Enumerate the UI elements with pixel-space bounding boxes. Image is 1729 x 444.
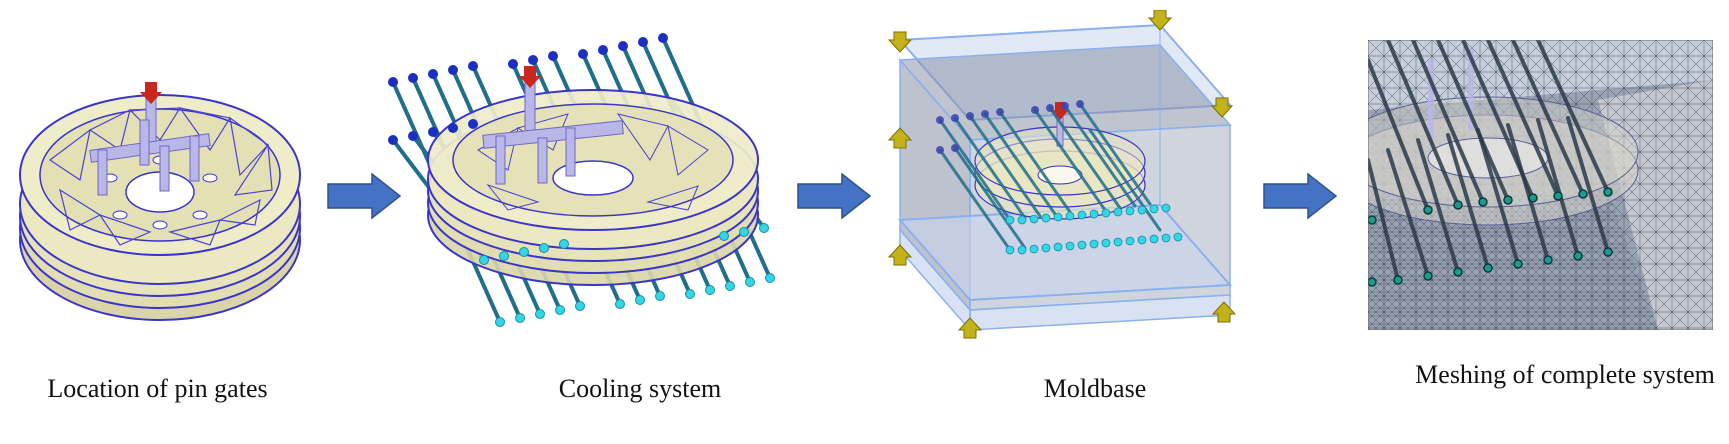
caption-moldbase: Moldbase: [1043, 374, 1147, 403]
flow-arrow-icon: [797, 172, 872, 220]
moldbase-illustration: [887, 10, 1237, 339]
injection-point-icon: [519, 66, 541, 88]
caption-meshing: Meshing of complete system: [1415, 360, 1715, 389]
cooling-lines: [938, 102, 1162, 252]
caption-cooling-system: Cooling system: [558, 374, 722, 403]
cooling-line-ends-blue: [388, 33, 668, 145]
pin-gate-runners: [482, 66, 624, 185]
mold-corner-markers: [887, 10, 1237, 339]
mold-inner-part: [974, 102, 1146, 220]
cooling-lines: [1368, 40, 1610, 282]
pin-gates-illustration: [19, 82, 301, 321]
cooling-line-ends-cyan: [479, 223, 775, 327]
pin-gate-runners: [89, 82, 211, 196]
flow-arrow-icon: [327, 172, 402, 220]
cooling-line-ends-cyan: [1005, 203, 1183, 255]
cooling-line-ends-blue: [936, 100, 1084, 154]
cooling-line-ends: [1368, 187, 1613, 287]
wheel-part: [19, 94, 301, 321]
wheel-part: [427, 89, 759, 286]
cooling-system-illustration: [388, 33, 775, 327]
injection-point-icon: [140, 82, 162, 104]
flow-arrow-icon: [1263, 172, 1338, 220]
caption-pin-gates: Location of pin gates: [47, 374, 268, 403]
meshing-illustration: [1368, 40, 1713, 330]
